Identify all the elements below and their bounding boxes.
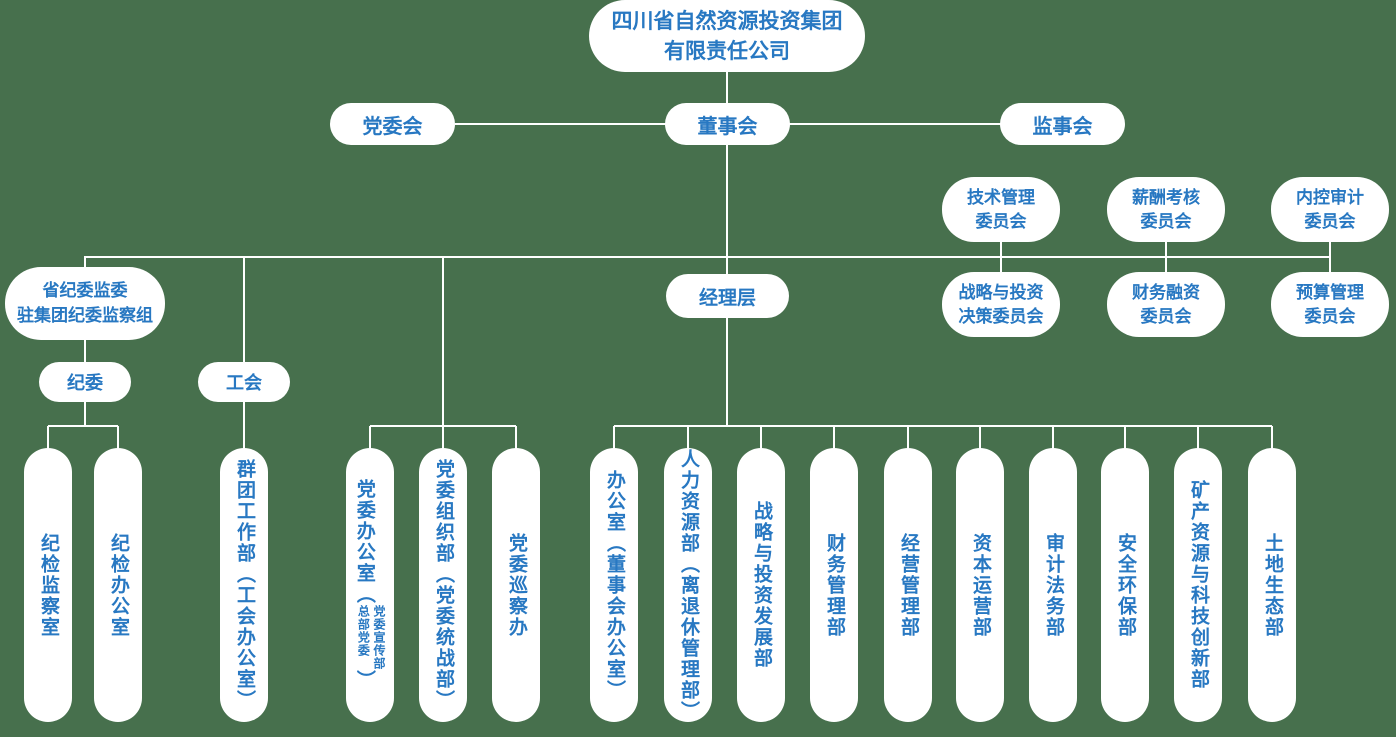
- department-pill: 党委组织部（党委统战部）: [419, 448, 467, 722]
- node-discipline-inspection-group: 省纪委监委 驻集团纪委监察组: [5, 267, 165, 340]
- department-label: 土地生态部: [1261, 532, 1284, 638]
- node-budget-management-committee: 预算管理 委员会: [1271, 272, 1389, 337]
- department-pill: 财务管理部: [810, 448, 858, 722]
- department-label: 党委办公室（党委宣传部总部党委）: [353, 479, 387, 691]
- department-pill: 土地生态部: [1248, 448, 1296, 722]
- department-pill: 群团工作部（工会办公室）: [220, 448, 268, 722]
- node-management-layer: 经理层: [666, 274, 789, 318]
- department-pill: 审计法务部: [1029, 448, 1077, 722]
- party-committee-label: 党委会: [362, 113, 423, 138]
- department-label: 资本运营部: [969, 532, 992, 638]
- node-discipline-committee: 纪委: [39, 362, 131, 402]
- department-label: 办公室（董事会办公室）: [603, 469, 626, 701]
- management-layer-label: 经理层: [698, 286, 756, 309]
- node-strategy-investment-committee: 战略与投资 决策委员会: [942, 272, 1060, 337]
- node-root-company: 四川省自然资源投资集团 有限责任公司: [589, 0, 865, 72]
- node-tech-management-committee: 技术管理 委员会: [942, 177, 1060, 242]
- node-labor-union: 工会: [198, 362, 290, 402]
- board-label: 董事会: [697, 113, 758, 138]
- department-pill: 党委办公室（党委宣传部总部党委）: [346, 448, 394, 722]
- node-supervisory-board: 监事会: [1000, 103, 1125, 145]
- department-pill: 人力资源部（离退休管理部）: [664, 448, 712, 722]
- node-board-of-directors: 董事会: [665, 103, 790, 145]
- department-label: 审计法务部: [1042, 532, 1065, 638]
- department-label: 党委组织部（党委统战部）: [432, 459, 455, 711]
- department-pill: 党委巡察办: [492, 448, 540, 722]
- department-label: 党委巡察办: [505, 532, 528, 638]
- node-finance-financing-committee: 财务融资 委员会: [1107, 272, 1225, 337]
- department-pill: 纪检办公室: [94, 448, 142, 722]
- department-label: 矿产资源与科技创新部: [1187, 480, 1210, 690]
- department-pill: 战略与投资发展部: [737, 448, 785, 722]
- department-pill: 资本运营部: [956, 448, 1004, 722]
- department-label: 纪检监察室: [37, 532, 60, 638]
- supervisory-board-label: 监事会: [1032, 113, 1093, 138]
- department-pill: 经营管理部: [884, 448, 932, 722]
- department-pill: 纪检监察室: [24, 448, 72, 722]
- discipline-committee-label: 纪委: [67, 373, 103, 394]
- department-label: 纪检办公室: [107, 532, 130, 638]
- company-name-line1: 四川省自然资源投资集团: [611, 9, 843, 33]
- department-label: 群团工作部（工会办公室）: [233, 459, 256, 711]
- department-label: 人力资源部（离退休管理部）: [677, 448, 700, 722]
- node-compensation-assessment-committee: 薪酬考核 委员会: [1107, 177, 1225, 242]
- node-internal-control-audit-committee: 内控审计 委员会: [1271, 177, 1389, 242]
- department-label: 经营管理部: [897, 532, 920, 638]
- department-label: 财务管理部: [823, 532, 846, 638]
- department-label: 战略与投资发展部: [750, 501, 773, 669]
- department-pill: 矿产资源与科技创新部: [1174, 448, 1222, 722]
- department-pill: 办公室（董事会办公室）: [590, 448, 638, 722]
- department-pill: 安全环保部: [1101, 448, 1149, 722]
- labor-union-label: 工会: [226, 373, 262, 394]
- company-name-line2: 有限责任公司: [664, 39, 790, 63]
- node-party-committee: 党委会: [330, 103, 455, 145]
- department-sub-label: 党委宣传部总部党委: [356, 605, 387, 670]
- department-label: 安全环保部: [1114, 532, 1137, 638]
